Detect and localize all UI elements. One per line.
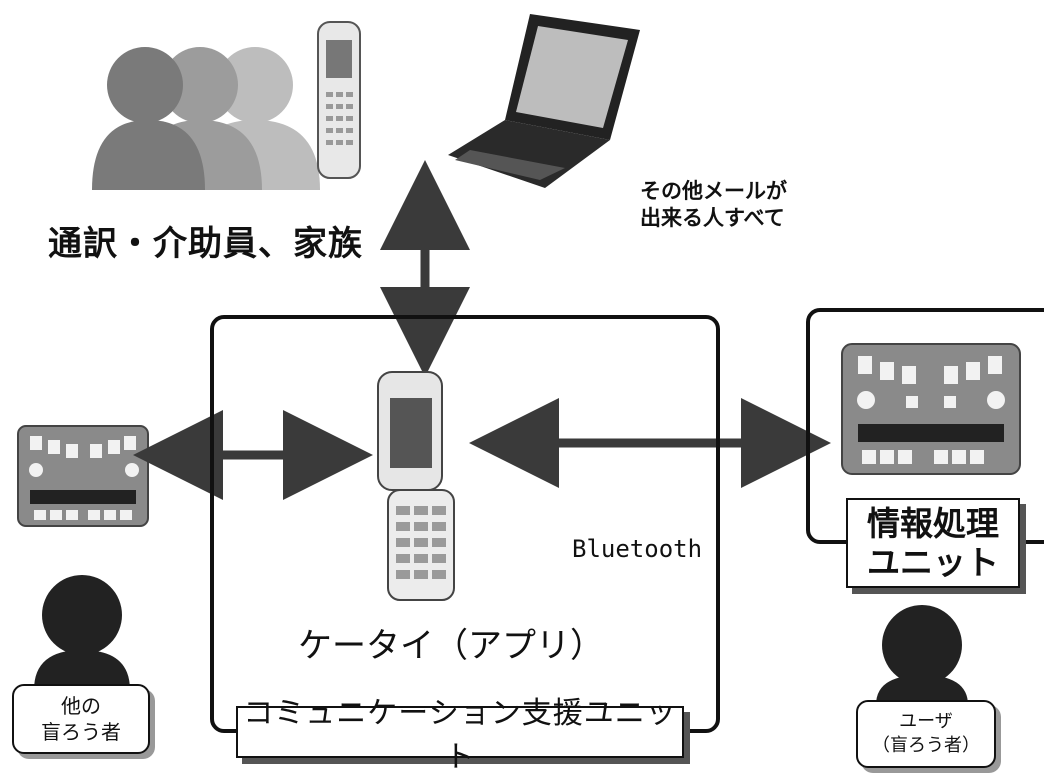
phone-app-label: ケータイ（アプリ） bbox=[298, 626, 604, 666]
communication-unit-title-text: コミュニケーション支援ユニット bbox=[243, 696, 677, 775]
user-label-box: ユーザ （盲ろう者） bbox=[856, 700, 996, 768]
other-deafblind-label: 他の 盲ろう者 bbox=[41, 694, 121, 744]
family-group-icon bbox=[92, 47, 320, 190]
mobile-phone-icon bbox=[317, 21, 361, 179]
others-label: その他メールが 出来る人すべて bbox=[640, 179, 787, 230]
communication-unit-title: コミュニケーション支援ユニット bbox=[236, 696, 684, 775]
laptop-icon bbox=[448, 14, 640, 188]
information-processing-title-text: 情報処理 ユニット bbox=[867, 504, 999, 582]
user-label: ユーザ （盲ろう者） bbox=[872, 711, 980, 756]
person-icon bbox=[876, 605, 968, 705]
family-group-label: 通訳・介助員、家族 bbox=[48, 224, 363, 264]
information-processing-title: 情報処理 ユニット bbox=[846, 498, 1020, 588]
mobile-phone-icon bbox=[377, 371, 455, 601]
other-deafblind-label-box: 他の 盲ろう者 bbox=[12, 684, 150, 754]
communication-support-frame bbox=[210, 315, 720, 733]
braille-device-icon bbox=[841, 343, 1021, 475]
person-icon bbox=[34, 575, 130, 690]
bluetooth-label: Bluetooth bbox=[572, 535, 703, 563]
braille-device-icon bbox=[17, 425, 149, 527]
